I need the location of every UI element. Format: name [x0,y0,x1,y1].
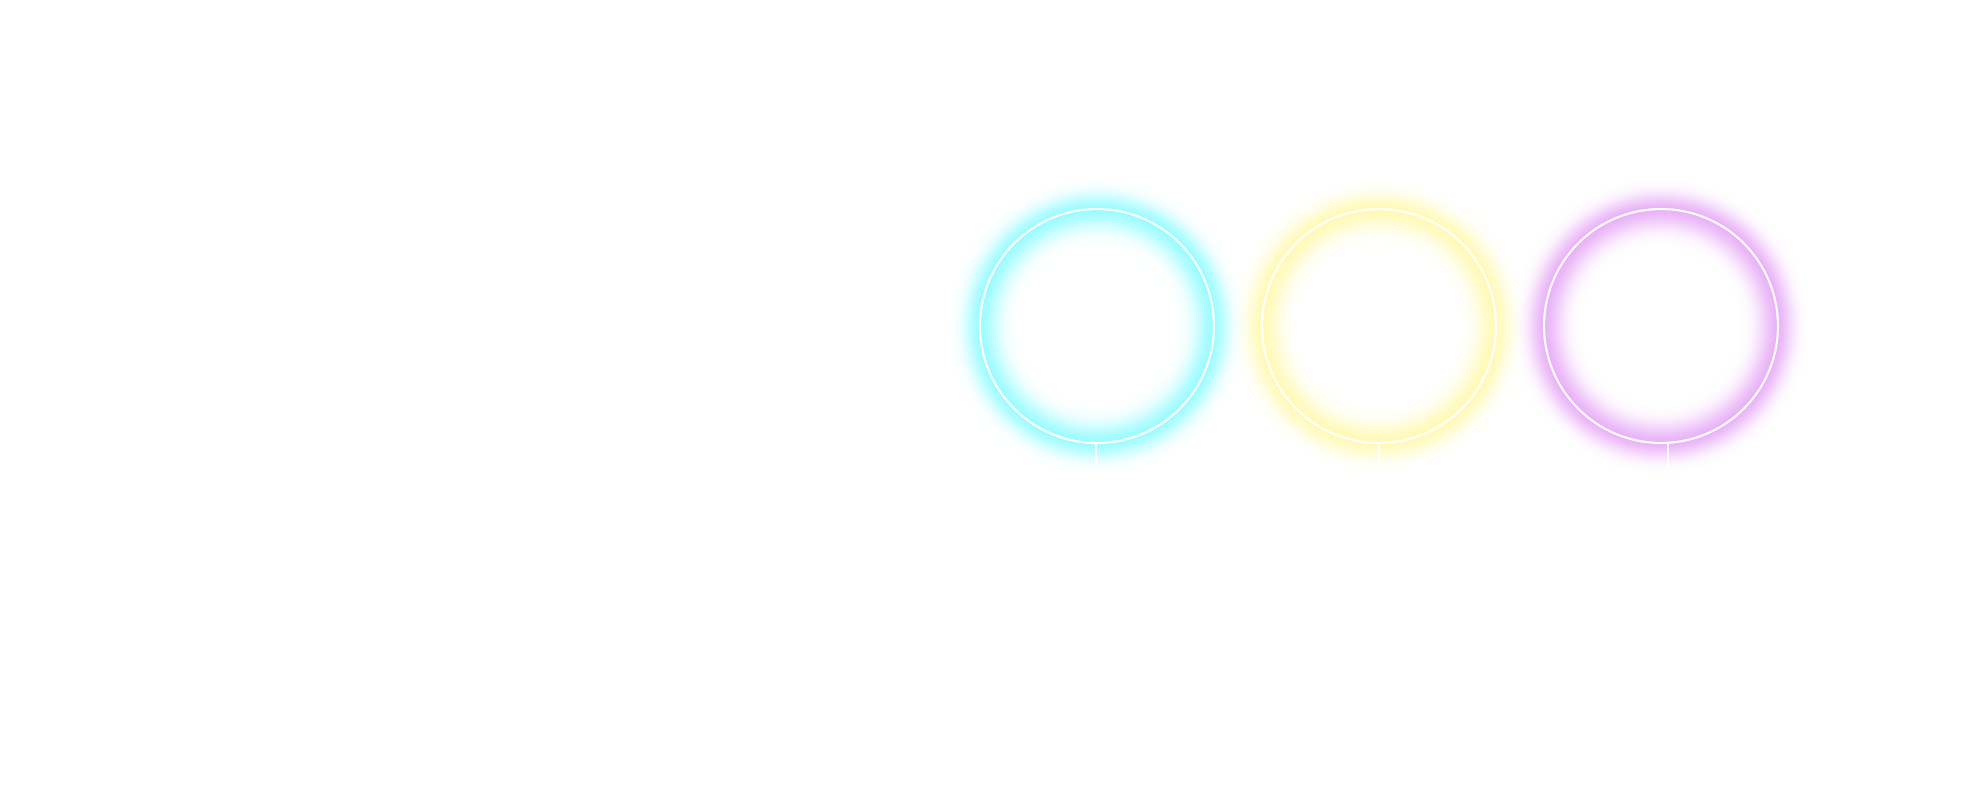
cyan-glow-ring [979,208,1215,444]
yellow-ring-stem [1378,442,1380,468]
purple-glow-ring [1543,208,1779,444]
cyan-ring-stem [1095,442,1097,468]
purple-ring-stem [1667,442,1669,468]
yellow-glow-ring [1261,208,1497,444]
